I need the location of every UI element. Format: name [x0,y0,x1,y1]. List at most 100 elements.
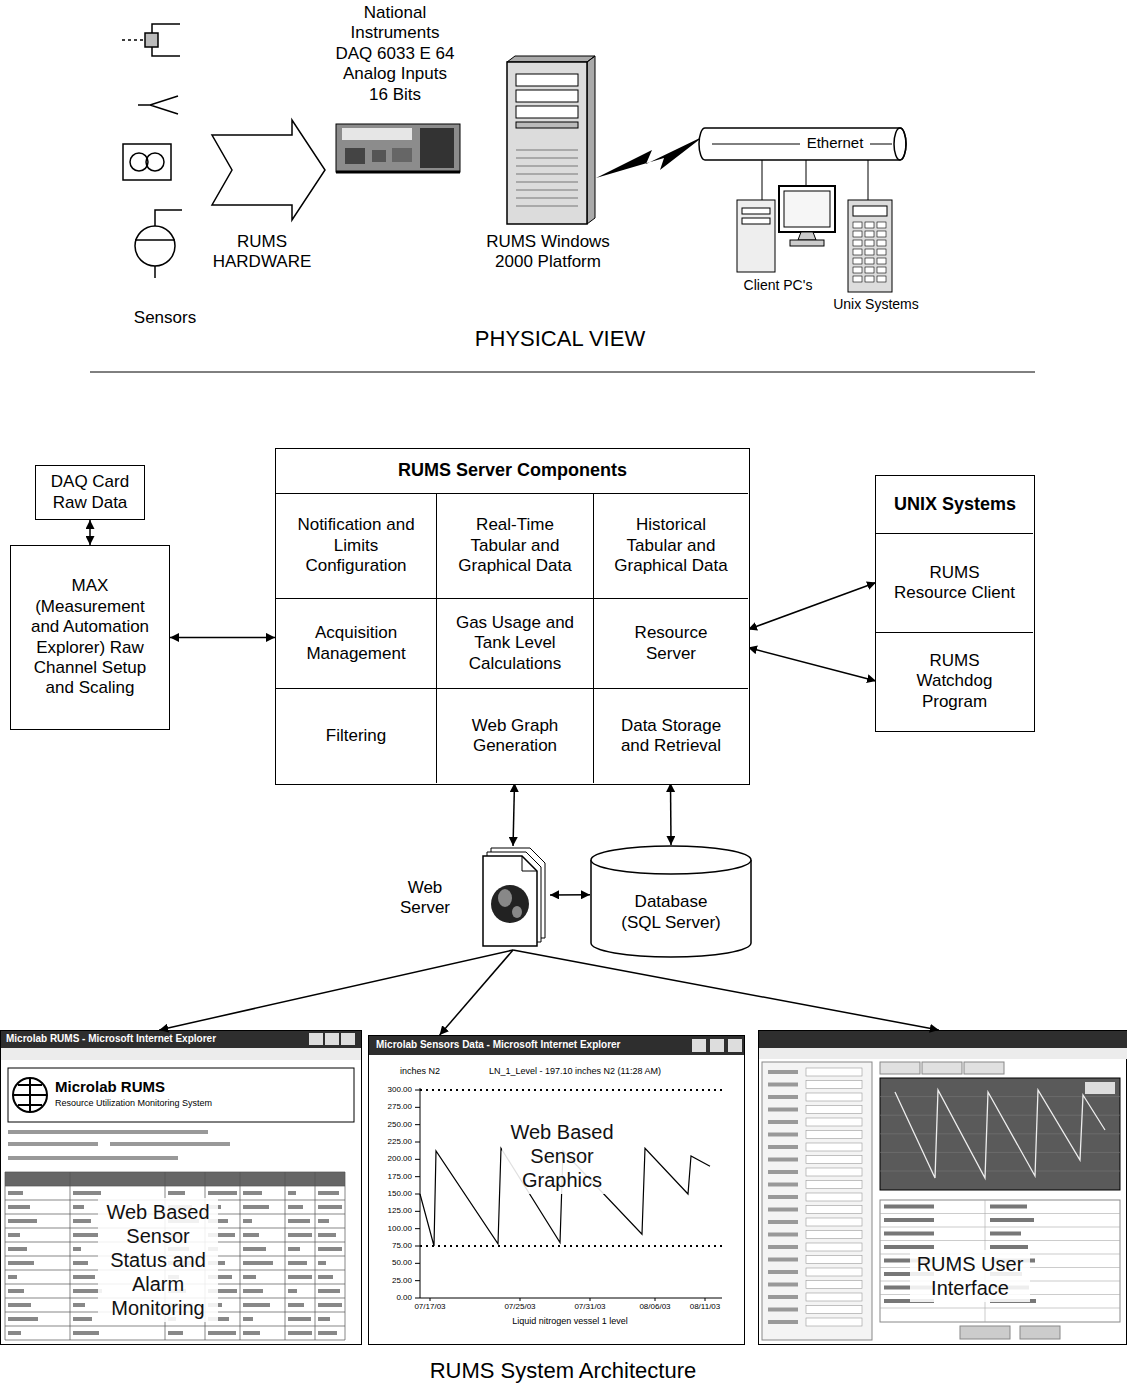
unix-system-box [877,231,886,237]
user-interface-screenshot [768,1233,798,1237]
status-page-screenshot [318,1191,339,1195]
status-page-screenshot [5,1186,345,1187]
page-subheading: Resource Utilization Monitoring System [55,1098,315,1109]
status-page-screenshot [318,1331,337,1335]
sensor-graph-screenshot [420,1245,722,1247]
node-label: Notification and Limits Configuration [294,515,418,576]
client-computers [790,240,824,246]
web-server-icon [491,885,529,923]
user-interface-screenshot [806,1256,862,1264]
status-page-screenshot [73,1275,95,1279]
sensor-graph-screenshot [705,1298,706,1301]
component-cell: Acquisition Management [276,598,436,688]
callout-text: Web Based Sensor Graphics [502,1118,622,1194]
status-page-screenshot [208,1331,236,1335]
user-interface-screenshot [759,1031,1127,1345]
user-interface-screenshot [806,1181,862,1189]
node-label: Gas Usage and Tank Level Calculations [453,613,577,674]
wireless-link-bolt [596,136,704,178]
web-server-icon [478,846,548,950]
status-page-screenshot [318,1275,333,1279]
status-page-screenshot [318,1303,342,1307]
node-label: Data Storage and Retrieval [609,716,733,757]
platform-label: RUMS Windows 2000 Platform [483,232,613,273]
text-holder: UNIX Systems [876,476,1034,533]
user-interface-screenshot [880,1062,920,1074]
user-interface-screenshot [884,1218,934,1222]
client-computers [779,186,835,232]
user-interface-screenshot [768,1108,798,1112]
status-page-screenshot [8,1289,24,1293]
sensor-graph-screenshot [728,1039,742,1052]
axis-tick: 225.00 [366,1137,412,1147]
status-page-screenshot [318,1205,342,1209]
user-interface-screenshot [806,1193,862,1201]
axis-tick: 08/06/03 [631,1302,679,1312]
status-page-screenshot [288,1331,312,1335]
axis-tick: 0.00 [366,1293,412,1303]
status-page-screenshot [243,1219,252,1223]
server-tower [516,74,578,86]
status-page-screenshot [288,1289,297,1293]
status-page-screenshot [288,1317,311,1321]
sensor-symbols [122,39,145,41]
client-computers [784,191,830,227]
unix-system-box [853,258,862,264]
connector-arrow [748,648,876,682]
client-computers [798,232,816,240]
node-label: RUMS Resource Client [893,563,1017,604]
connector-arrow [440,950,513,1035]
sensor-symbols [146,153,164,171]
status-page-screenshot [1,1031,362,1345]
component-cell: Resource Server [593,598,748,688]
ethernet-pipe [894,128,906,160]
axis-tick: 07/31/03 [566,1302,614,1312]
program-box: RUMS Watchdog Program [876,632,1033,730]
web-server-icon [498,889,512,907]
user-interface-screenshot [768,1245,798,1249]
server-tower [516,90,578,102]
unix-system-box [853,222,886,282]
user-interface-screenshot [768,1095,798,1099]
status-page-screenshot [73,1331,99,1335]
status-page-screenshot [8,1233,20,1237]
status-page-screenshot [318,1261,326,1265]
unix-system-box [877,249,886,255]
sensor-graph-screenshot [415,1107,420,1108]
sensor-symbols [123,144,171,180]
user-interface-screenshot [768,1183,798,1187]
daq-card-picture [342,128,412,140]
unix-system-box [865,240,874,246]
section-heading: PHYSICAL VIEW [410,326,710,352]
status-page-screenshot [288,1233,312,1237]
client-computers [742,218,770,224]
sensor-graph-screenshot [520,1298,521,1301]
sensors-label: Sensors [115,308,215,328]
axis-unit: inches N2 [400,1066,460,1077]
component-cell: Notification and Limits Configuration [276,493,436,598]
user-interface-screenshot [768,1258,798,1262]
device-label: Unix Systems [826,296,926,313]
user-interface-screenshot [880,1171,1120,1172]
status-page-screenshot [5,1172,345,1186]
process-box: DAQ Card Raw Data [35,465,145,520]
status-page-screenshot [288,1191,296,1195]
status-page-screenshot [288,1247,300,1251]
status-page-screenshot [243,1331,260,1335]
network-label: Ethernet [804,134,866,152]
user-interface-screenshot [806,1168,862,1176]
server-tower [507,56,595,224]
axis-tick: 200.00 [366,1154,412,1164]
daq-card-picture [392,148,412,162]
unix-system-box [877,276,886,282]
sensor-graph-screenshot [415,1263,420,1264]
sensor-graph-screenshot [415,1124,420,1125]
sensor-graph-screenshot [430,1298,431,1301]
sensor-graph-screenshot [415,1280,420,1281]
unix-system-box [853,222,862,228]
user-interface-screenshot [806,1106,862,1114]
user-interface-screenshot [768,1283,798,1287]
sensor-graph-screenshot [655,1298,656,1301]
user-interface-screenshot [880,1133,1120,1134]
